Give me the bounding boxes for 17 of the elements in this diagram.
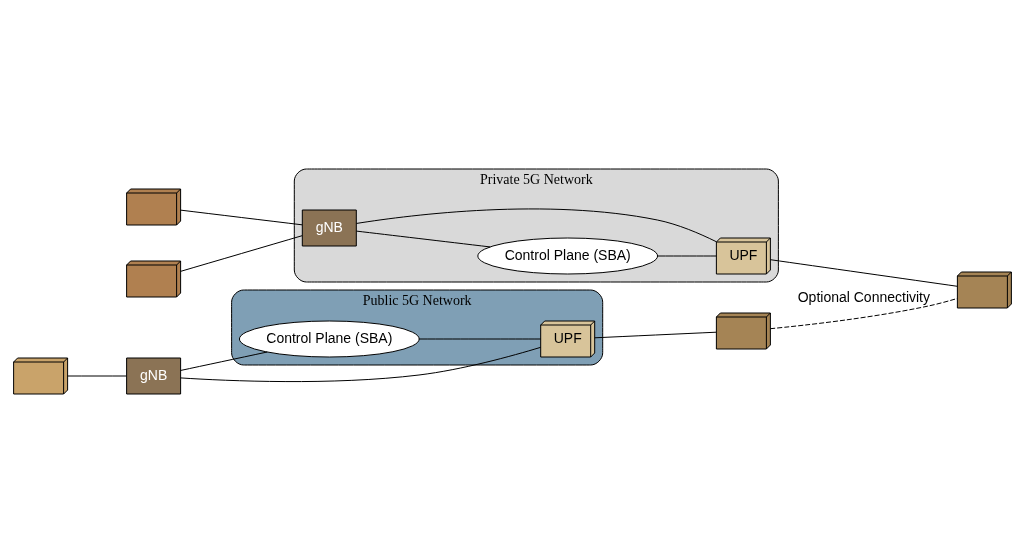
connector	[179, 346, 541, 383]
connector	[769, 259, 958, 287]
node-ellipse: Control Plane (SBA)	[476, 237, 658, 275]
connector	[179, 235, 303, 272]
connector	[355, 208, 717, 243]
connector	[355, 230, 491, 248]
edge-label: Optional Connectivity	[797, 289, 930, 306]
connector	[179, 209, 303, 226]
connector	[418, 338, 541, 340]
connector	[179, 351, 268, 371]
connector	[593, 331, 717, 339]
connector	[66, 375, 127, 377]
connector	[656, 255, 717, 257]
connector	[769, 297, 958, 330]
node-ellipse: Control Plane (SBA)	[238, 320, 420, 358]
node-box: gNB	[301, 209, 357, 247]
node-box: gNB	[125, 357, 181, 395]
